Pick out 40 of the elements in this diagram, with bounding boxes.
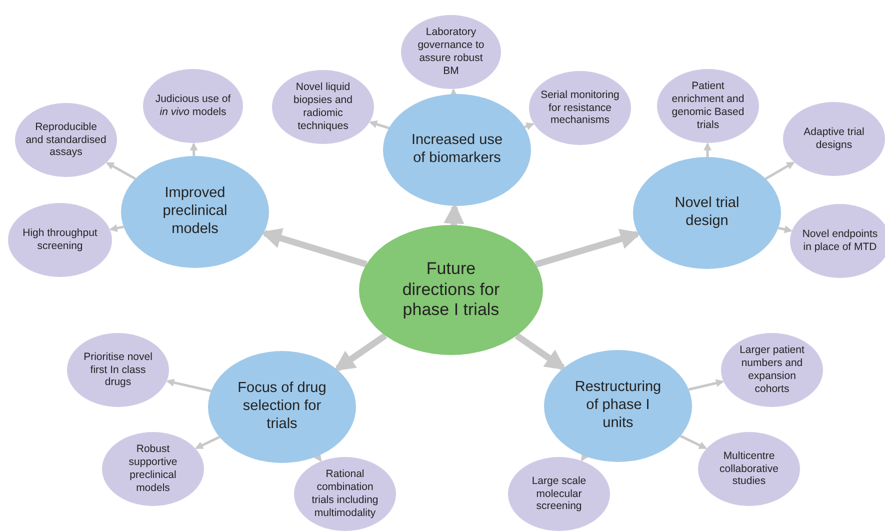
arrow [334, 332, 388, 372]
arrow [680, 434, 708, 450]
node-label: Larger patient numbers and expansion cohorts [738, 344, 806, 396]
node-label: Novel trial design [674, 195, 740, 231]
arrow [778, 225, 792, 234]
node-label: Laboratory governance to assure robust BM [416, 26, 486, 78]
node-label: Judicious use of in vivo models [154, 93, 232, 119]
node-label: Focus of drug selection for trials [236, 380, 328, 434]
node-label: Large scale molecular screening [530, 474, 588, 514]
arrow [524, 122, 534, 130]
arrow [194, 436, 220, 450]
arrow [704, 142, 712, 157]
arrow [314, 452, 322, 462]
node-label: Rational combination trials including multimodality [310, 468, 380, 520]
node-label: Reproducible and standardised assays [25, 120, 107, 160]
node-label: Improved preclinical models [162, 185, 228, 239]
node-label: Prioritise novel first In class drugs [82, 350, 154, 390]
node-label: Patient enrichment and genomic Based trials [670, 80, 746, 132]
arrow [190, 142, 198, 156]
arrow [109, 224, 124, 232]
node-label: Robust supportive preclinical models [128, 443, 178, 495]
node-label: Novel endpoints in place of MTD [801, 228, 879, 254]
node-label: Future directions for phase I trials [401, 258, 501, 322]
arrow [580, 452, 589, 462]
node-label: Adaptive trial designs [802, 126, 866, 152]
node-label: Novel liquid biopsies and radiomic techniques [292, 81, 354, 133]
arrow [534, 228, 642, 268]
arrow [369, 120, 390, 130]
arrow [764, 162, 795, 180]
arrow [514, 332, 566, 370]
node-label: High throughput screening [22, 227, 98, 253]
node-label: Restructuring of phase I units [574, 379, 662, 433]
node-label: Serial monitoring for resistance mechanisms [540, 88, 620, 128]
arrow [260, 228, 368, 268]
arrow [106, 162, 136, 180]
node-label: Multicentre collaborative studies [718, 450, 780, 488]
arrow [166, 378, 212, 392]
arrow [450, 88, 458, 97]
arrow [688, 379, 724, 391]
node-label: Increased use of biomarkers [410, 132, 504, 168]
